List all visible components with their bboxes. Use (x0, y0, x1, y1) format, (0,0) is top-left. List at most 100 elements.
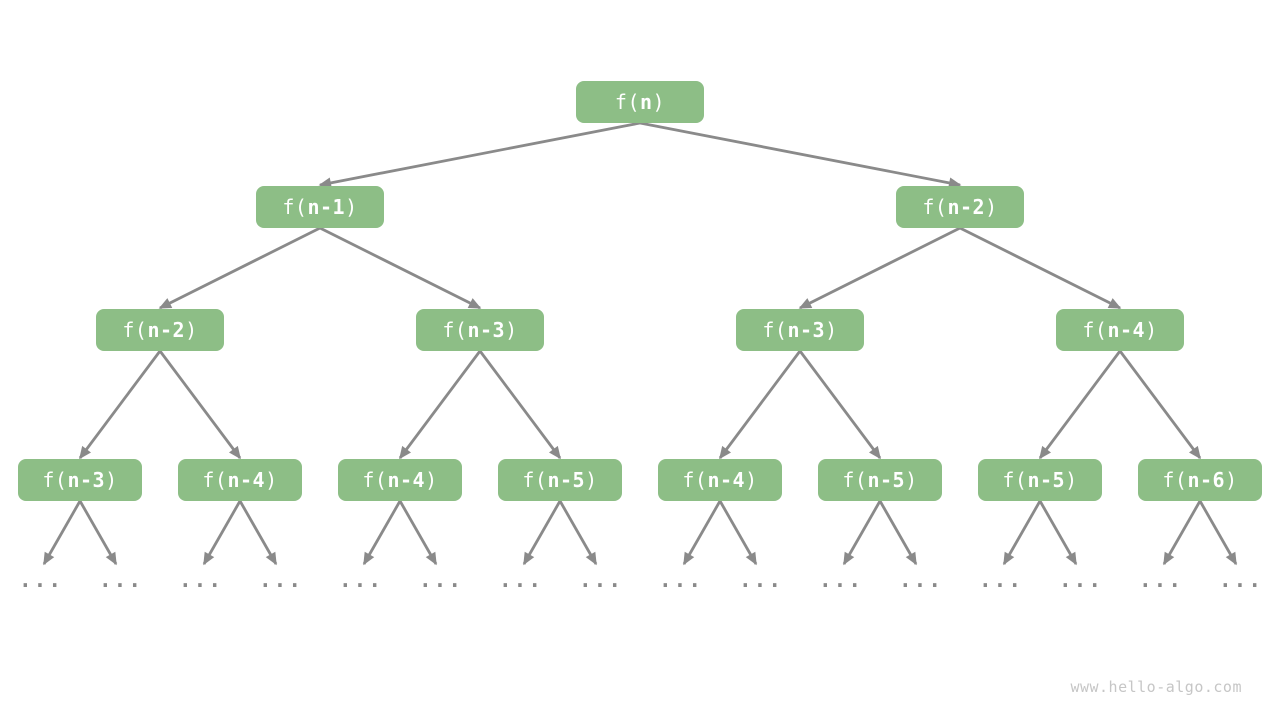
tree-node-f-n-2: f(n-2) (896, 186, 1024, 228)
node-label-prefix: f( (1002, 468, 1028, 492)
tree-node-f-n-5: f(n-5) (498, 459, 622, 501)
tree-edge-arrow (398, 350, 482, 460)
tree-node-f-n-2: f(n-2) (96, 309, 224, 351)
node-label-arg: n-5 (547, 468, 586, 492)
node-label-suffix: ) (185, 318, 198, 342)
tree-edge-arrow (238, 500, 278, 566)
ellipsis-leaf: ... (899, 568, 943, 592)
tree-node-f-n-3: f(n-3) (416, 309, 544, 351)
tree-edge-arrow (1002, 500, 1042, 566)
ellipsis-leaf: ... (499, 568, 543, 592)
tree-edge-arrow (158, 350, 242, 460)
tree-node-f-n-5: f(n-5) (978, 459, 1102, 501)
tree-edge-arrow (718, 500, 758, 566)
tree-edge-arrow (1162, 500, 1202, 566)
ellipsis-leaf: ... (579, 568, 623, 592)
node-label-arg: n-3 (787, 318, 826, 342)
node-label-arg: n (640, 90, 653, 114)
tree-node-f-n-4: f(n-4) (338, 459, 462, 501)
node-label-prefix: f( (522, 468, 548, 492)
node-label-arg: n-4 (227, 468, 266, 492)
node-label-prefix: f( (362, 468, 388, 492)
tree-edge-arrow (478, 350, 562, 460)
node-label-suffix: ) (1065, 468, 1078, 492)
tree-node-f-n-4: f(n-4) (178, 459, 302, 501)
tree-node-f-n-5: f(n-5) (818, 459, 942, 501)
node-label-prefix: f( (614, 90, 640, 114)
tree-node-f-n-4: f(n-4) (1056, 309, 1184, 351)
node-label-arg: n-2 (947, 195, 986, 219)
ellipsis-leaf: ... (179, 568, 223, 592)
ellipsis-leaf: ... (659, 568, 703, 592)
ellipsis-leaf: ... (739, 568, 783, 592)
tree-node-f-n-6: f(n-6) (1138, 459, 1262, 501)
tree-node-f-n-3: f(n-3) (736, 309, 864, 351)
tree-node-f-n-4: f(n-4) (658, 459, 782, 501)
ellipsis-leaf: ... (1059, 568, 1103, 592)
node-label-arg: n-3 (67, 468, 106, 492)
tree-node-f-n-1: f(n-1) (256, 186, 384, 228)
node-label-suffix: ) (425, 468, 438, 492)
tree-edge-arrow (1038, 500, 1078, 566)
tree-edge-arrow (158, 226, 321, 310)
node-label-arg: n-2 (147, 318, 186, 342)
ellipsis-leaf: ... (1139, 568, 1183, 592)
node-label-prefix: f( (1162, 468, 1188, 492)
node-label-suffix: ) (505, 318, 518, 342)
node-label-suffix: ) (1225, 468, 1238, 492)
node-label-arg: n-1 (307, 195, 346, 219)
tree-edge-arrow (959, 226, 1122, 310)
node-label-prefix: f( (282, 195, 308, 219)
tree-edge-arrow (522, 500, 562, 566)
ellipsis-leaf: ... (19, 568, 63, 592)
tree-edge-arrow (202, 500, 242, 566)
tree-edge-arrow (558, 500, 598, 566)
node-label-suffix: ) (825, 318, 838, 342)
node-label-prefix: f( (682, 468, 708, 492)
node-label-suffix: ) (1145, 318, 1158, 342)
tree-edge-arrow (1198, 500, 1238, 566)
node-label-arg: n-5 (867, 468, 906, 492)
tree-edge-arrow (78, 500, 118, 566)
tree-edge-arrow (718, 350, 802, 460)
tree-edge-arrow (878, 500, 918, 566)
ellipsis-leaf: ... (99, 568, 143, 592)
node-label-prefix: f( (42, 468, 68, 492)
tree-edge-arrow (639, 121, 962, 189)
node-label-suffix: ) (745, 468, 758, 492)
tree-edge-arrow (1038, 350, 1122, 460)
tree-edge-arrow (842, 500, 882, 566)
tree-edge-arrow (362, 500, 402, 566)
watermark: www.hello-algo.com (1070, 678, 1242, 696)
tree-edge-arrow (682, 500, 722, 566)
node-label-arg: n-3 (467, 318, 506, 342)
tree-edge-arrow (78, 350, 162, 460)
tree-node-f-n-3: f(n-3) (18, 459, 142, 501)
node-label-prefix: f( (202, 468, 228, 492)
node-label-arg: n-6 (1187, 468, 1226, 492)
node-label-prefix: f( (762, 318, 788, 342)
node-label-suffix: ) (265, 468, 278, 492)
node-label-prefix: f( (922, 195, 948, 219)
tree-node-f-n: f(n) (576, 81, 704, 123)
ellipsis-leaf: ... (979, 568, 1023, 592)
ellipsis-leaf: ... (1219, 568, 1263, 592)
node-label-suffix: ) (105, 468, 118, 492)
node-label-arg: n-4 (707, 468, 746, 492)
ellipsis-leaf: ... (419, 568, 463, 592)
tree-edge-arrow (798, 350, 882, 460)
tree-edge-arrow (318, 121, 641, 189)
ellipsis-leaf: ... (259, 568, 303, 592)
node-label-prefix: f( (1082, 318, 1108, 342)
node-label-arg: n-4 (387, 468, 426, 492)
ellipsis-leaf: ... (819, 568, 863, 592)
ellipsis-leaf: ... (339, 568, 383, 592)
tree-edge-arrow (319, 226, 482, 310)
node-label-prefix: f( (842, 468, 868, 492)
tree-edge-arrow (798, 226, 961, 310)
node-label-arg: n-4 (1107, 318, 1146, 342)
tree-edge-arrow (398, 500, 438, 566)
node-label-prefix: f( (442, 318, 468, 342)
node-label-suffix: ) (345, 195, 358, 219)
